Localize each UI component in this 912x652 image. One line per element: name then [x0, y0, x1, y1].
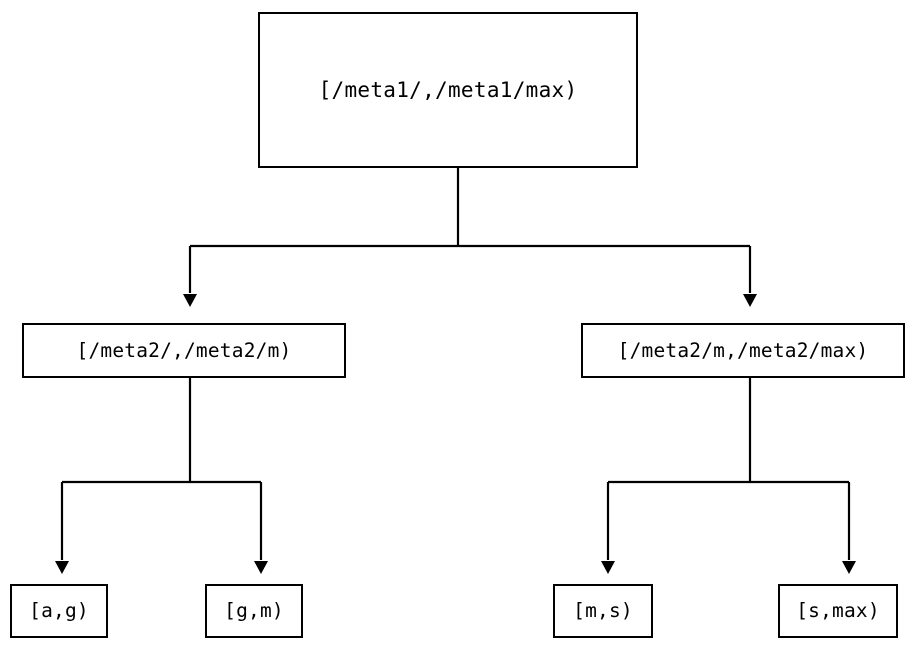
arrowhead-to-leaf-gm [254, 561, 268, 574]
edge-meta2-left-to-leaf-gm [254, 482, 268, 574]
tree-node-leaf-gm-label: [g,m) [224, 599, 284, 623]
tree-node-leaf-smax-label: [s,max) [796, 599, 880, 623]
tree-node-meta2-right-label: [/meta2/m,/meta2/max) [617, 338, 869, 362]
edge-meta2-right-to-leaf-smax [842, 482, 856, 574]
tree-node-leaf-ag[interactable]: [a,g) [10, 584, 108, 638]
edge-root-to-meta2-left [183, 246, 197, 307]
tree-node-leaf-ms-label: [m,s) [573, 599, 633, 623]
tree-node-leaf-ms[interactable]: [m,s) [553, 584, 653, 638]
tree-node-root[interactable]: [/meta1/,/meta1/max) [258, 12, 638, 168]
tree-node-leaf-gm[interactable]: [g,m) [205, 584, 303, 638]
tree-node-meta2-left[interactable]: [/meta2/,/meta2/m) [22, 323, 346, 378]
tree-node-meta2-right[interactable]: [/meta2/m,/meta2/max) [581, 323, 905, 378]
arrowhead-to-meta2-right [743, 294, 757, 307]
edge-meta2-left-to-leaf-ag [55, 482, 69, 574]
tree-node-leaf-ag-label: [a,g) [29, 599, 89, 623]
tree-node-meta2-left-label: [/meta2/,/meta2/m) [76, 338, 292, 362]
edge-meta2-right-to-leaf-ms [601, 482, 615, 574]
arrowhead-to-leaf-smax [842, 561, 856, 574]
tree-node-leaf-smax[interactable]: [s,max) [778, 584, 898, 638]
tree-node-root-label: [/meta1/,/meta1/max) [318, 77, 578, 102]
arrowhead-to-leaf-ms [601, 561, 615, 574]
arrowhead-to-leaf-ag [55, 561, 69, 574]
edge-root-to-meta2-right [743, 246, 757, 307]
arrowhead-to-meta2-left [183, 294, 197, 307]
